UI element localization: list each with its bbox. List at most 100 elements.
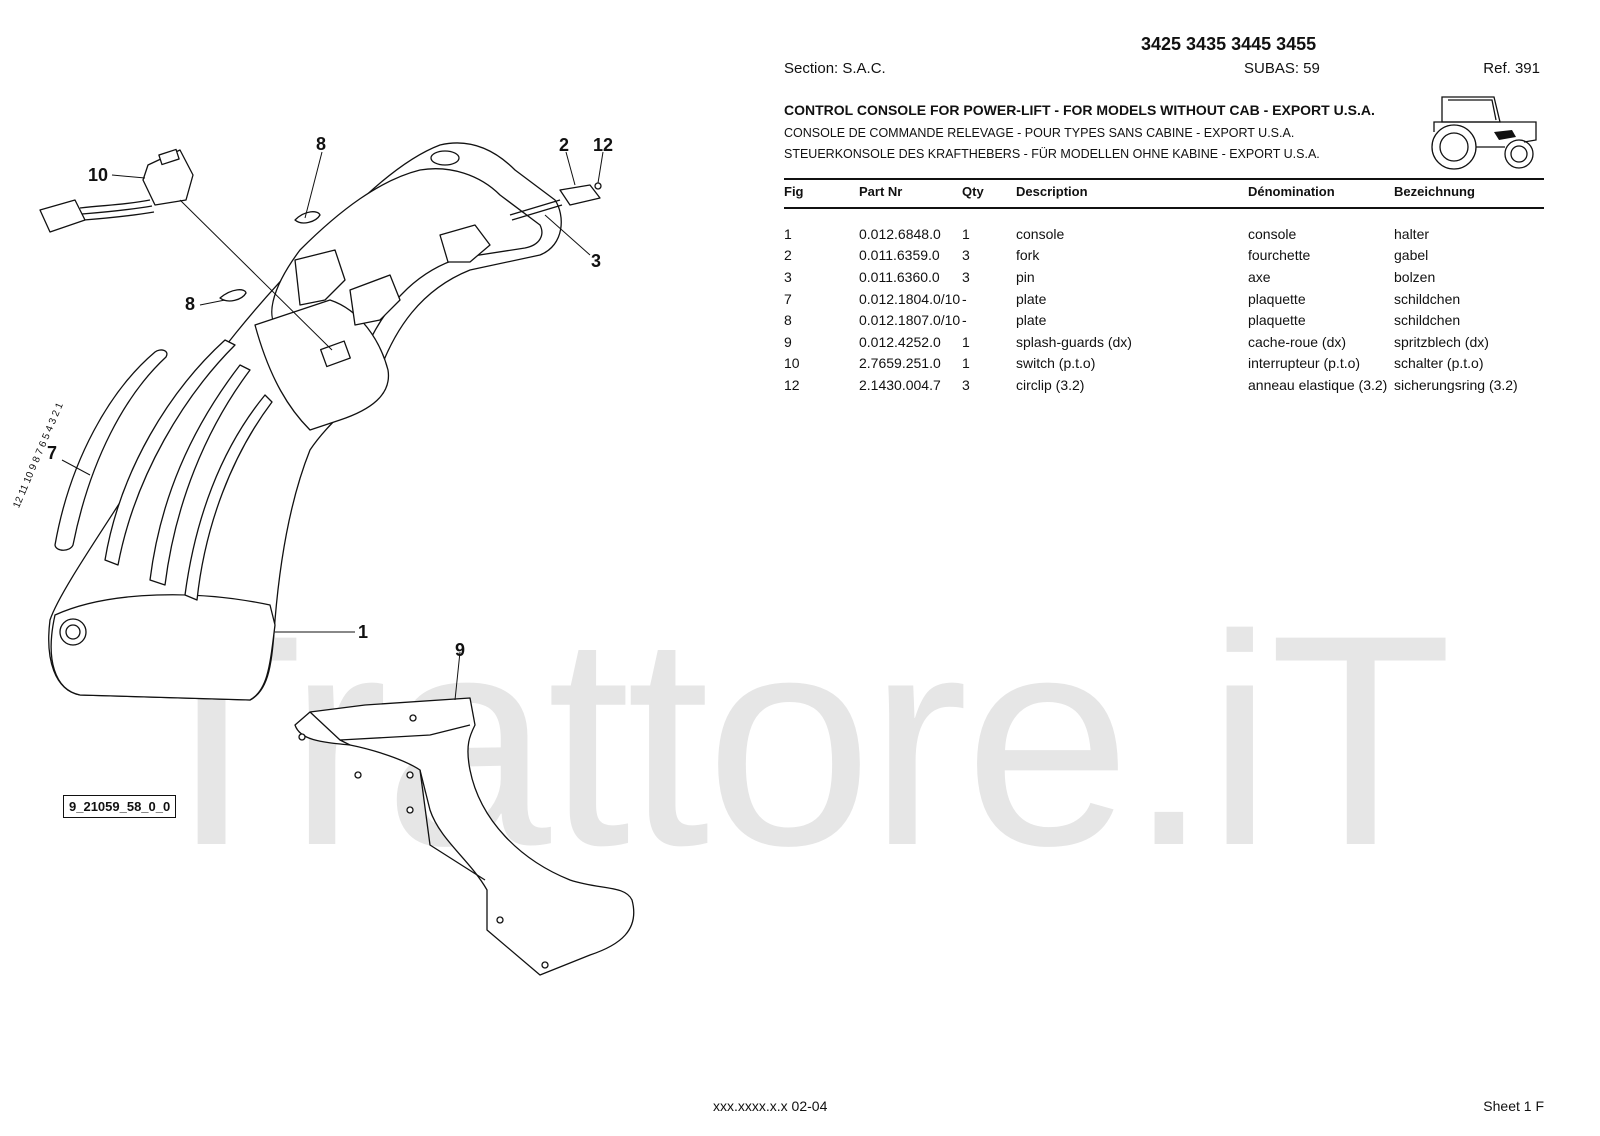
footer-sheet: Sheet 1 F	[1483, 1098, 1544, 1114]
cell-qty: 1	[962, 333, 970, 350]
col-denomination: Dénomination	[1248, 178, 1394, 209]
cell-qty: 3	[962, 376, 970, 393]
callout-8-left: 8	[185, 294, 196, 314]
cell-description: pin	[1016, 268, 1035, 285]
col-qty: Qty	[962, 178, 1016, 209]
console-slot-a	[104, 339, 236, 566]
cell-bezeichnung: sicherungsring (3.2)	[1394, 376, 1518, 393]
console-slot-c	[184, 394, 273, 601]
console-hood	[254, 299, 390, 431]
cell-description: splash-guards (dx)	[1016, 333, 1132, 350]
callout-1: 1	[358, 622, 369, 642]
callout-8-top: 8	[316, 134, 327, 154]
connector	[39, 199, 86, 233]
cell-description: plate	[1016, 290, 1047, 307]
cell-fig: 8	[784, 312, 792, 329]
cell-denomination: anneau elastique (3.2)	[1248, 376, 1388, 393]
pin-part-3	[509, 199, 561, 216]
cell-part-nr: 0.012.1804.0/10	[859, 290, 961, 307]
callout-2: 2	[559, 135, 570, 155]
cell-qty: 1	[962, 225, 970, 242]
lever-mid	[349, 274, 401, 326]
cell-fig: 9	[784, 333, 792, 350]
tractor-icon	[1431, 96, 1537, 170]
cell-part-nr: 0.012.6848.0	[859, 225, 941, 242]
section-label: Section: S.A.C.	[784, 60, 886, 77]
cell-qty: 3	[962, 247, 970, 264]
console-boss	[430, 150, 460, 166]
table-row: 1 0.012.6848.0 1 console console halter	[784, 223, 1544, 245]
plate-part-8a	[294, 211, 321, 224]
table-row: 2 0.011.6359.0 3 fork fourchette gabel	[784, 245, 1544, 267]
cell-bezeichnung: schalter (p.t.o)	[1394, 355, 1484, 372]
lever-left	[294, 249, 346, 306]
col-description: Description	[1016, 178, 1248, 209]
title-german: STEUERKONSOLE DES KRAFTHEBERS - FÜR MODE…	[784, 147, 1320, 161]
cell-qty: -	[962, 312, 967, 329]
cell-fig: 12	[784, 376, 800, 393]
cell-bezeichnung: schildchen	[1394, 290, 1461, 307]
callout-12: 12	[593, 135, 614, 155]
title-french: CONSOLE DE COMMANDE RELEVAGE - POUR TYPE…	[784, 126, 1295, 140]
cell-fig: 10	[784, 355, 800, 372]
cell-fig: 7	[784, 290, 792, 307]
cell-fig: 2	[784, 247, 792, 264]
callout-9: 9	[455, 640, 466, 660]
circlip-part-12	[594, 182, 602, 190]
cell-denomination: axe	[1248, 268, 1271, 285]
drawing-id: 9_21059_58_0_0	[63, 795, 177, 818]
cell-part-nr: 2.1430.004.7	[859, 376, 941, 393]
col-bezeichnung: Bezeichnung	[1394, 178, 1544, 209]
scale-plate-part-7	[54, 349, 168, 551]
cell-description: console	[1016, 225, 1065, 242]
cell-fig: 1	[784, 225, 792, 242]
cell-qty: -	[962, 290, 967, 307]
table-row: 3 0.011.6360.0 3 pin axe bolzen	[784, 266, 1544, 288]
model-numbers: 3425 3435 3445 3455	[1141, 34, 1317, 54]
parts-drawing: 10 8 2 12 3 8 7 1 9 12 11 10 9 8 7 6 5 4…	[0, 0, 760, 1131]
plate-part-8b	[219, 289, 247, 302]
cell-part-nr: 0.011.6360.0	[859, 268, 940, 285]
table-row: 12 2.1430.004.7 3 circlip (3.2) anneau e…	[784, 374, 1544, 396]
table-header-row: Fig Part Nr Qty Description Dénomination…	[784, 178, 1544, 209]
cell-description: circlip (3.2)	[1016, 376, 1085, 393]
switch-part-10	[142, 149, 194, 206]
callout-7: 7	[47, 443, 58, 463]
title-english: CONTROL CONSOLE FOR POWER-LIFT - FOR MOD…	[784, 102, 1375, 118]
table-row: 10 2.7659.251.0 1 switch (p.t.o) interru…	[784, 353, 1544, 375]
cell-bezeichnung: halter	[1394, 225, 1430, 242]
cell-description: plate	[1016, 312, 1047, 329]
cell-description: fork	[1016, 247, 1040, 264]
console-base	[50, 594, 276, 701]
cell-denomination: interrupteur (p.t.o)	[1248, 355, 1361, 372]
splash-guard-part-9	[294, 697, 635, 976]
cell-denomination: console	[1248, 225, 1297, 242]
cell-denomination: fourchette	[1248, 247, 1311, 264]
cell-part-nr: 0.012.1807.0/10	[859, 312, 961, 329]
cell-bezeichnung: schildchen	[1394, 312, 1461, 329]
table-row: 9 0.012.4252.0 1 splash-guards (dx) cach…	[784, 331, 1544, 353]
cell-description: switch (p.t.o)	[1016, 355, 1096, 372]
cell-part-nr: 2.7659.251.0	[859, 355, 941, 372]
cell-denomination: plaquette	[1248, 312, 1306, 329]
col-fig: Fig	[784, 178, 859, 209]
cell-bezeichnung: bolzen	[1394, 268, 1436, 285]
fork-part-2	[559, 184, 601, 206]
cell-qty: 1	[962, 355, 970, 372]
col-part-nr: Part Nr	[859, 178, 962, 209]
table-row: 8 0.012.1807.0/10 - plate plaquette schi…	[784, 309, 1544, 331]
cell-part-nr: 0.012.4252.0	[859, 333, 941, 350]
subas-label: SUBAS: 59	[1244, 60, 1320, 77]
cell-denomination: cache-roue (dx)	[1248, 333, 1347, 350]
cell-bezeichnung: gabel	[1394, 247, 1429, 264]
ref-label: Ref. 391	[1483, 60, 1540, 77]
cell-part-nr: 0.011.6359.0	[859, 247, 940, 264]
table-row: 7 0.012.1804.0/10 - plate plaquette schi…	[784, 288, 1544, 310]
footer-code: xxx.xxxx.x.x 02-04	[713, 1098, 828, 1114]
lever-top	[439, 224, 491, 263]
cell-denomination: plaquette	[1248, 290, 1306, 307]
cell-qty: 3	[962, 268, 970, 285]
console-illustration	[39, 142, 635, 976]
callout-3: 3	[591, 251, 602, 271]
callout-10: 10	[88, 165, 109, 185]
